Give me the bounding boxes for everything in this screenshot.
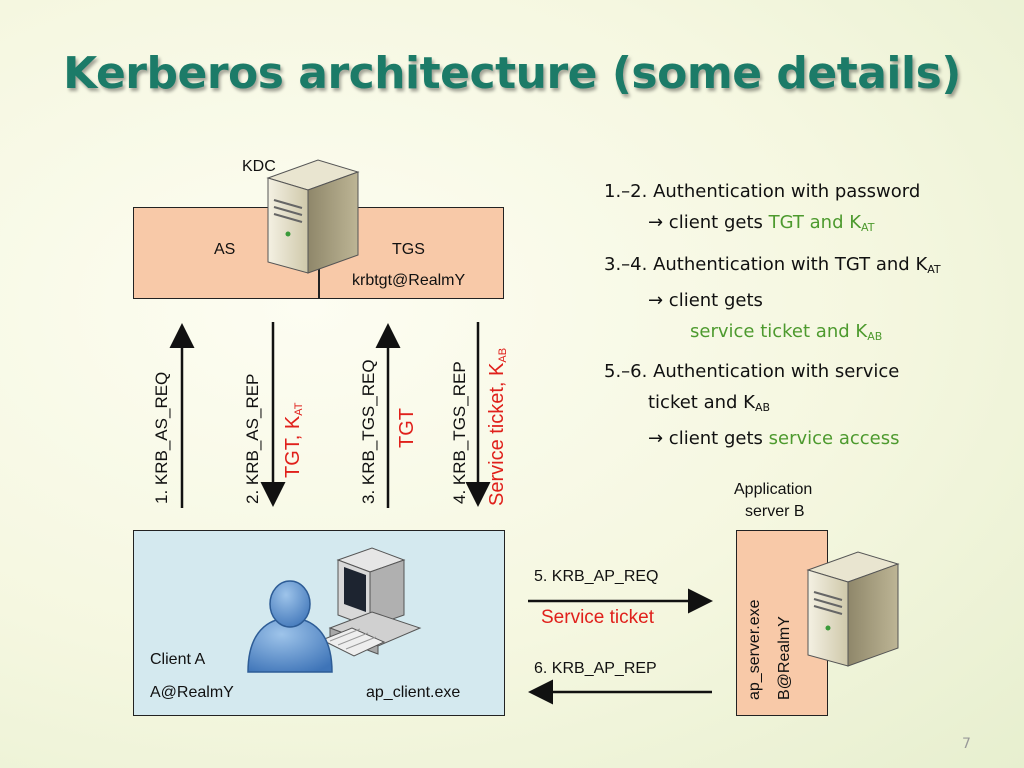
server-tower-icon — [806, 551, 900, 667]
message-5-label: 5. KRB_AP_REQ — [534, 568, 659, 585]
message-3-label: 3. KRB_TGS_REQ — [359, 359, 378, 504]
kdc-principal: krbtgt@RealmY — [352, 272, 466, 289]
tgs-label: TGS — [392, 241, 425, 258]
note-3-line2: ticket and KAB — [648, 392, 771, 414]
user-silhouette-icon — [247, 580, 333, 673]
message-2-payload: TGT, KAT — [282, 402, 305, 478]
note-2-line1: 3.–4. Authentication with TGT and KAT — [604, 254, 941, 276]
page-title: Kerberos architecture (some details) — [63, 48, 961, 99]
client-box — [133, 530, 505, 716]
kdc-divider — [318, 262, 320, 299]
app-server-caption-line1: Application — [734, 481, 813, 498]
message-4-label: 4. KRB_TGS_REP — [450, 361, 469, 504]
kdc-label: KDC — [242, 158, 276, 175]
message-6-label: 6. KRB_AP_REP — [534, 660, 657, 677]
notes-panel: 1.–2. Authentication with password → cli… — [604, 176, 941, 454]
note-2-line3: service ticket and KAB — [690, 321, 883, 343]
desktop-computer-icon — [320, 547, 422, 657]
client-program: ap_client.exe — [366, 684, 461, 701]
as-label: AS — [214, 241, 236, 258]
note-3-line3: → client gets service access — [648, 428, 900, 449]
page-number: 7 — [962, 736, 971, 752]
client-principal: A@RealmY — [150, 684, 234, 701]
message-4-payload: Service ticket, KAB — [486, 347, 509, 506]
note-1-line1: 1.–2. Authentication with password — [604, 181, 921, 202]
note-2-line2: → client gets — [648, 290, 763, 311]
message-3-payload: TGT — [396, 408, 418, 448]
note-1-line2: → client gets TGT and KAT — [648, 212, 875, 234]
message-2-label: 2. KRB_AS_REP — [243, 373, 262, 504]
server-tower-icon — [266, 159, 360, 274]
message-1-label: 1. KRB_AS_REQ — [152, 371, 171, 504]
message-5-payload: Service ticket — [541, 607, 654, 628]
app-server-caption-line2: server B — [745, 503, 805, 520]
note-3-line1: 5.–6. Authentication with service — [604, 361, 900, 382]
client-name: Client A — [150, 651, 206, 668]
